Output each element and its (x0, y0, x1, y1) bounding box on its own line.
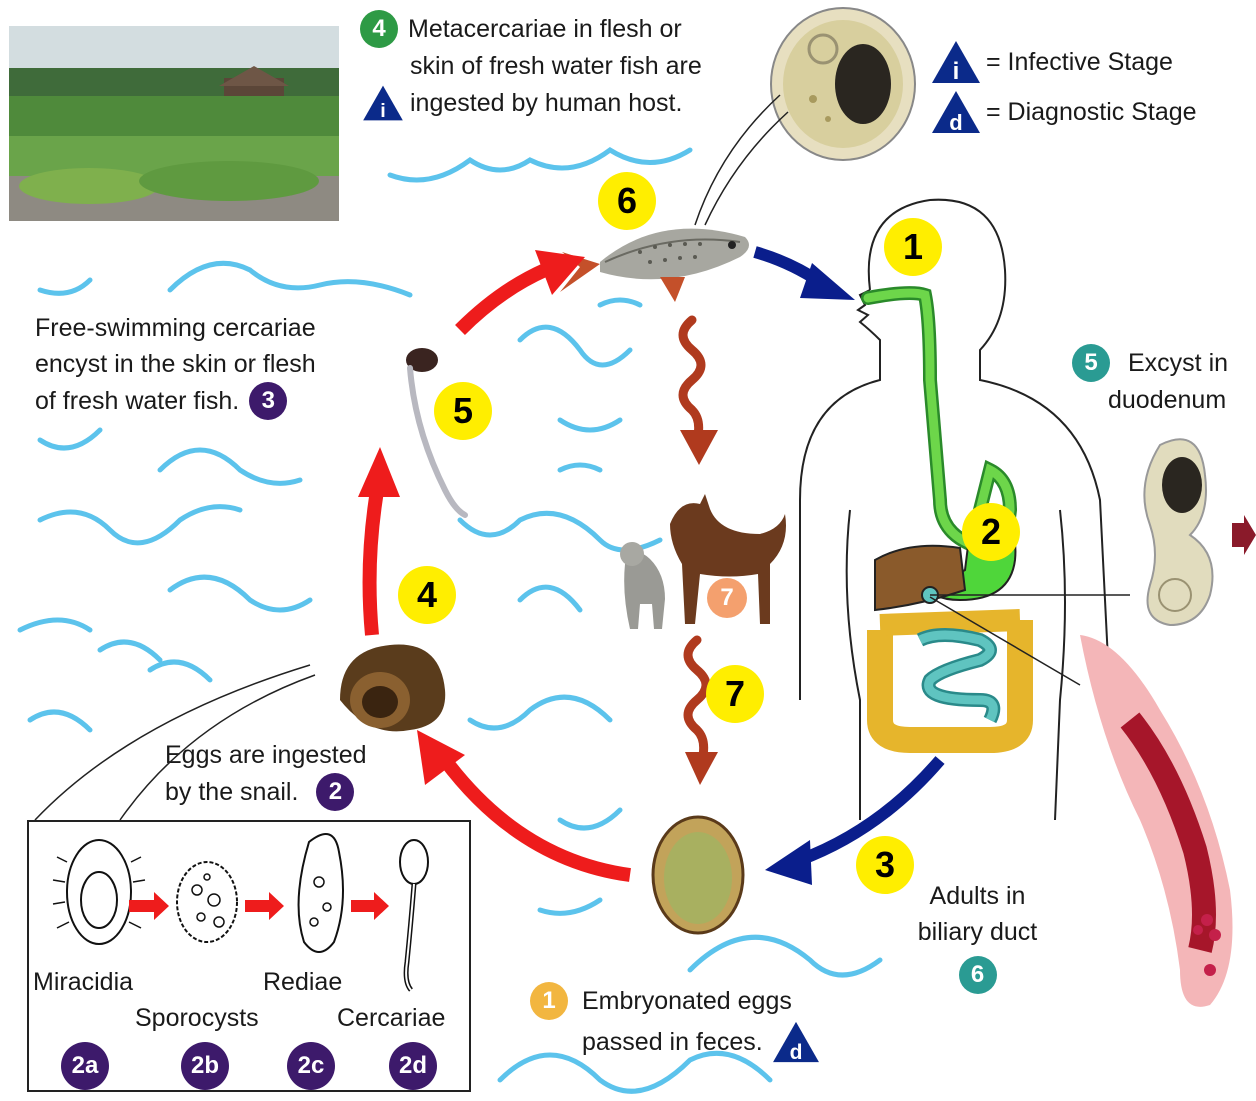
step6-line2: biliary duct (905, 914, 1050, 950)
step5-caption: 5 Excyst in duodenum (1072, 344, 1228, 418)
step3-caption: Free-swimming cercariae encyst in the sk… (35, 310, 316, 420)
svg-text:d: d (789, 1041, 802, 1064)
step6-caption: Adults in biliary duct 6 (905, 878, 1050, 994)
sporocysts-label: Sporocysts (135, 1000, 259, 1036)
cercariae-label: Cercariae (337, 1000, 445, 1036)
badge-2c: 2c (287, 1042, 335, 1090)
inset-pointer-lines (30, 660, 320, 825)
step2-badge: 2 (316, 773, 354, 811)
step5-badge: 5 (1072, 344, 1110, 382)
snail-stages-inset: Miracidia Rediae Sporocysts Cercariae 2a… (27, 820, 471, 1092)
marker-6: 6 (598, 172, 656, 230)
step3-line3: of fresh water fish. (35, 383, 239, 419)
diagnostic-triangle-icon: d (771, 1020, 821, 1064)
step5-line1: Excyst in (1128, 345, 1228, 381)
marker-2: 2 (962, 503, 1020, 561)
marker-4: 4 (398, 566, 456, 624)
miracidia-label: Miracidia (33, 964, 133, 1000)
step6-badge: 6 (959, 956, 997, 994)
step3-badge: 3 (249, 382, 287, 420)
badge-2a: 2a (61, 1042, 109, 1090)
step1-line1: Embryonated eggs (582, 983, 792, 1019)
badge-2b: 2b (181, 1042, 229, 1090)
step1-caption: 1 Embryonated eggs passed in feces. d (530, 982, 821, 1064)
badge-2d: 2d (389, 1042, 437, 1090)
step5-line2: duodenum (1108, 382, 1228, 418)
marker-5: 5 (434, 382, 492, 440)
step6-line1: Adults in (905, 878, 1050, 914)
step1-line2: passed in feces. (582, 1024, 763, 1060)
step3-line2: encyst in the skin or flesh (35, 346, 316, 382)
marker-7: 7 (706, 665, 764, 723)
marker-1: 1 (884, 218, 942, 276)
step1-badge: 1 (530, 982, 568, 1020)
step3-line1: Free-swimming cercariae (35, 310, 316, 346)
rediae-label: Rediae (263, 964, 342, 1000)
